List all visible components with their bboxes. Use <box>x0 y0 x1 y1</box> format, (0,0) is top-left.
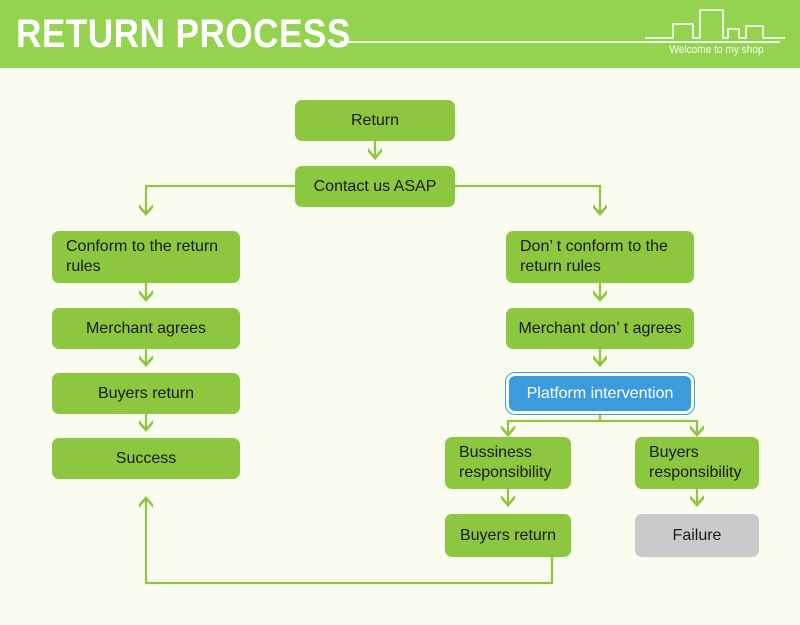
header-tagline: Welcome to my shop <box>669 44 764 56</box>
node-label: Platform intervention <box>526 384 674 402</box>
node-bussiness-responsibility[interactable]: Bussiness responsibility <box>445 437 571 489</box>
node-label: Conform to the return rules <box>66 238 219 275</box>
node-success[interactable]: Success <box>52 438 240 479</box>
node-failure[interactable]: Failure <box>635 514 759 557</box>
node-label: Buyers return <box>459 526 557 544</box>
node-dont-conform-to-return-rules[interactable]: Don’ t conform to the return rules <box>506 231 694 283</box>
edge-platform-to-buyers-resp <box>598 411 704 437</box>
node-label: Return <box>350 111 400 129</box>
city-skyline-icon <box>645 9 785 39</box>
node-label: Bussiness responsibility <box>459 444 552 481</box>
edge-platform-to-business-resp <box>501 411 602 437</box>
node-merchant-agrees[interactable]: Merchant agrees <box>52 308 240 349</box>
node-label: Don’ t conform to the return rules <box>520 238 668 275</box>
page-title: RETURN PROCESS <box>16 12 351 56</box>
node-return[interactable]: Return <box>295 100 455 141</box>
node-merchant-dont-agrees[interactable]: Merchant don’ t agrees <box>506 308 694 349</box>
node-label: Success <box>115 449 177 467</box>
node-platform-intervention[interactable]: Platform intervention <box>505 372 695 415</box>
edge-contact-to-not-conform <box>455 184 607 216</box>
edge-contact-to-conform <box>139 184 295 216</box>
node-label: Contact us ASAP <box>313 177 437 195</box>
node-contact-us-asap[interactable]: Contact us ASAP <box>295 166 455 207</box>
header-divider-line <box>340 41 780 43</box>
node-label: Failure <box>672 526 722 544</box>
node-label: Buyers responsibility <box>649 444 742 481</box>
node-label: Merchant don’ t agrees <box>518 319 682 337</box>
node-buyers-responsibility[interactable]: Buyers responsibility <box>635 437 759 489</box>
page-header: RETURN PROCESS Welcome to my shop <box>0 0 800 68</box>
node-label: Buyers return <box>97 384 195 402</box>
node-buyers-return-right[interactable]: Buyers return <box>445 514 571 557</box>
node-label: Merchant agrees <box>85 319 207 337</box>
node-buyers-return-left[interactable]: Buyers return <box>52 373 240 414</box>
node-conform-to-return-rules[interactable]: Conform to the return rules <box>52 231 240 283</box>
